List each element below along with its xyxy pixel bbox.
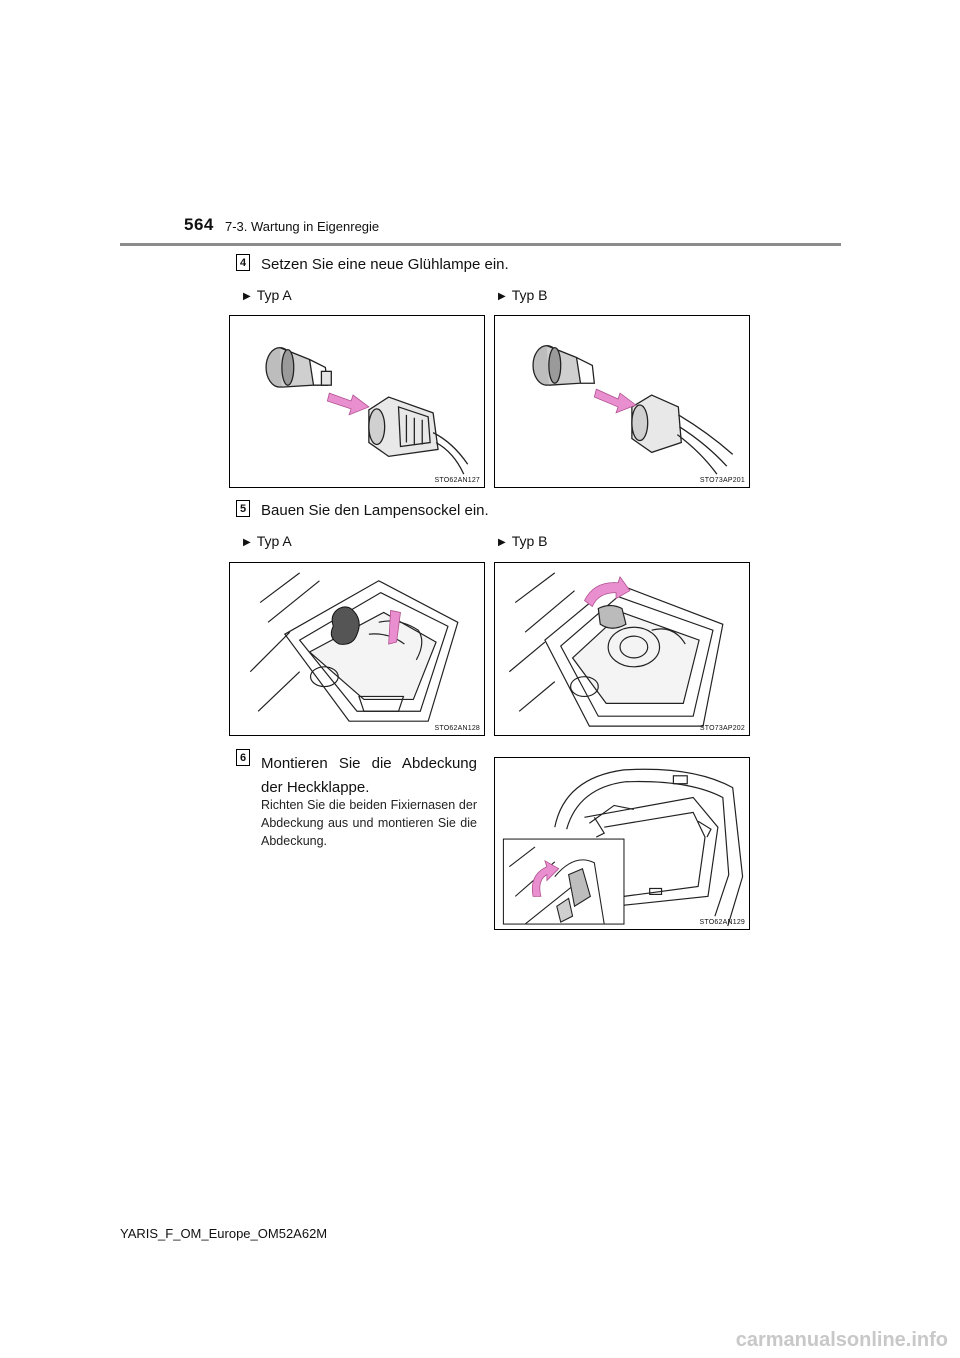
page-number: 564 xyxy=(184,215,214,234)
figure-code: STO62AN127 xyxy=(434,477,480,484)
step-6-badge: 6 xyxy=(236,749,250,766)
step-4-type-a-label: ▶Typ A xyxy=(243,287,292,303)
section-title: 7-3. Wartung in Eigenregie xyxy=(225,219,380,234)
socket-install-type-a-illustration xyxy=(249,572,459,722)
figure-bulb-type-b: STO73AP201 xyxy=(494,315,750,488)
watermark: carmanualsonline.info xyxy=(735,1329,948,1351)
step-6-title-line1: Montieren Sie die Abdeckung xyxy=(261,755,477,772)
step-6-title-line2: der Heckklappe. xyxy=(261,779,370,796)
step-5-type-a-label: ▶Typ A xyxy=(243,533,292,549)
step-5-badge: 5 xyxy=(236,500,250,517)
figure-code: STO62AN129 xyxy=(699,919,745,926)
step-4-text: Setzen Sie eine neue Glühlampe ein. xyxy=(261,256,509,273)
header-rule xyxy=(120,243,841,246)
bulb-insert-type-b-illustration xyxy=(532,345,734,475)
step-6-description: Richten Sie die beiden Fixiernasen der A… xyxy=(261,798,477,848)
step-5-type-b-label: ▶Typ B xyxy=(498,533,548,549)
step-4-badge: 4 xyxy=(236,254,250,271)
triangle-bullet-icon: ▶ xyxy=(498,291,506,302)
bulb-insert-type-a-illustration xyxy=(265,346,469,475)
figure-socket-type-a: STO62AN128 xyxy=(229,562,485,736)
tailgate-cover-illustration xyxy=(502,768,744,927)
step-6-title: Montieren Sie die Abdeckung der Heckklap… xyxy=(261,752,477,800)
footer-document-id: YARIS_F_OM_Europe_OM52A62M xyxy=(120,1226,328,1241)
step-4-type-b-label: ▶Typ B xyxy=(498,287,548,303)
triangle-bullet-icon: ▶ xyxy=(243,291,251,302)
figure-tailgate-cover: STO62AN129 xyxy=(494,757,750,930)
triangle-bullet-icon: ▶ xyxy=(498,537,506,548)
figure-code: STO73AP201 xyxy=(699,477,745,484)
figure-bulb-type-a: STO62AN127 xyxy=(229,315,485,488)
figure-code: STO73AP202 xyxy=(699,725,745,732)
figure-code: STO62AN128 xyxy=(434,725,480,732)
step-5-text: Bauen Sie den Lampensockel ein. xyxy=(261,502,489,519)
socket-install-type-b-illustration xyxy=(508,572,724,727)
triangle-bullet-icon: ▶ xyxy=(243,537,251,548)
figure-socket-type-b: STO73AP202 xyxy=(494,562,750,736)
